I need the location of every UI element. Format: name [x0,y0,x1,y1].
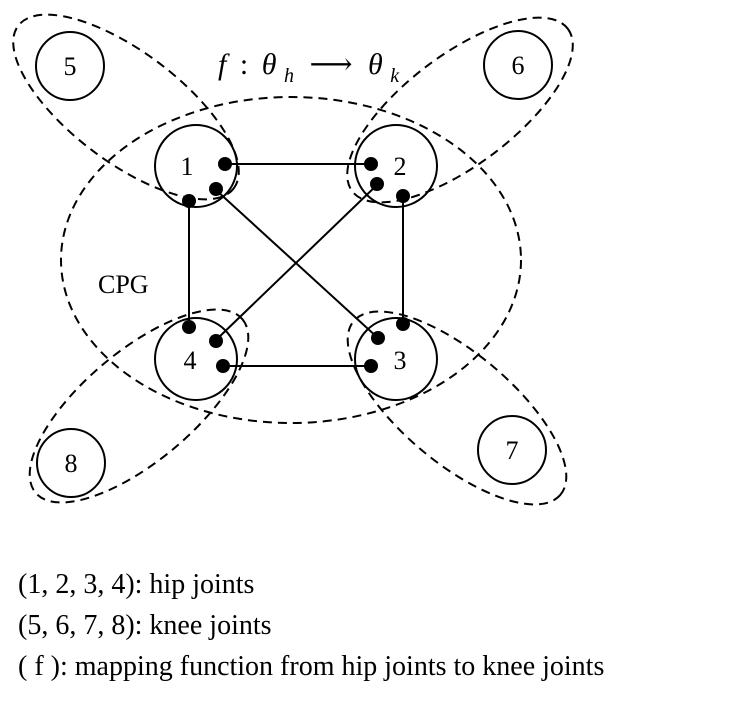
node-3-label: 3 [394,346,407,375]
k-subscript: k [390,65,400,87]
edge-1-3 [215,189,379,339]
cpg-boundary-ellipse [60,96,522,424]
pair-ellipse-3-7 [346,310,568,506]
node-8-label: 8 [65,449,78,478]
connector-dot [371,331,385,345]
node-1-circle [154,124,238,208]
cpg-diagram: 1 2 3 4 5 6 7 8 CPG f : θ h ⟶ θ k [12,13,574,506]
node-7-circle [477,415,547,485]
connector-dot [218,157,232,171]
connector-dot [209,182,223,196]
node-4-circle [154,317,238,401]
legend-mapping-function: ( f ): mapping function from hip joints … [18,651,605,682]
node-8-circle [36,428,106,498]
node-5-label: 5 [64,52,77,81]
arrow-symbol: ⟶ [309,48,352,81]
connector-dot [364,359,378,373]
legend-hip-joints: (1, 2, 3, 4): hip joints [18,569,255,600]
pair-ellipse-2-6 [346,16,574,204]
node-6-circle [483,30,553,100]
connector-dot [216,359,230,373]
legend: (1, 2, 3, 4): hip joints (5, 6, 7, 8): k… [18,564,728,687]
pair-ellipse-4-8 [28,308,250,504]
node-7-label: 7 [506,436,519,465]
node-1-label: 1 [181,152,194,181]
node-4-label: 4 [184,346,197,375]
connector-dot [182,320,196,334]
cpg-label: CPG [98,270,149,299]
connector-dot [396,189,410,203]
connector-dot [364,157,378,171]
mapping-function-label: f : θ h ⟶ θ k [218,48,400,89]
f-symbol: f [218,48,230,81]
h-subscript: h [284,65,294,87]
node-5-circle [35,31,105,101]
node-6-label: 6 [512,51,525,80]
theta-h-symbol: θ [262,48,277,81]
node-3-circle [354,317,438,401]
edge-2-4 [215,183,379,341]
connector-dot [209,334,223,348]
node-2-circle [354,124,438,208]
legend-knee-joints: (5, 6, 7, 8): knee joints [18,610,272,641]
connector-dot [370,177,384,191]
node-2-label: 2 [394,152,407,181]
theta-k-symbol: θ [368,48,383,81]
connector-dot [182,194,196,208]
connector-dot [396,317,410,331]
pair-ellipse-1-5 [12,13,240,201]
colon-symbol: : [240,48,248,81]
